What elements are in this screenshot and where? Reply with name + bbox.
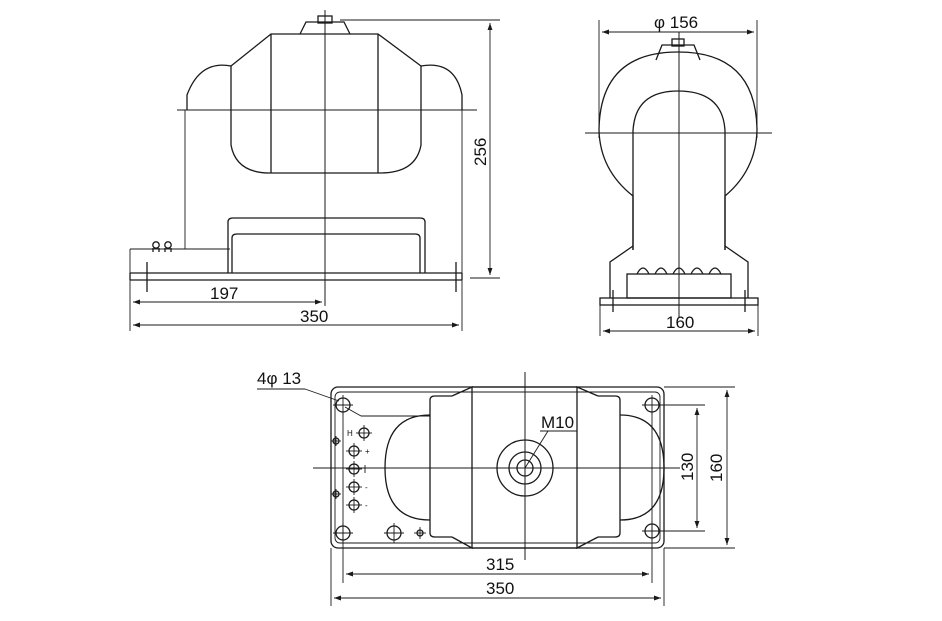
top-hole-callout: 4φ 13 bbox=[257, 369, 430, 417]
terminal-4: - bbox=[346, 479, 368, 495]
front-terminal-box bbox=[152, 217, 426, 273]
front-dim-197-label: 197 bbox=[210, 284, 238, 303]
top-view: M10 H + bbox=[257, 369, 735, 606]
side-dim-160-label: 160 bbox=[666, 313, 694, 332]
front-base-plate bbox=[129, 110, 463, 292]
front-dim-197: 197 bbox=[133, 284, 322, 305]
side-dim-160: 160 bbox=[599, 305, 759, 336]
terminal-mark-1: H bbox=[347, 429, 353, 438]
top-thread-label: M10 bbox=[541, 413, 574, 432]
front-dim-350: 350 bbox=[129, 280, 463, 331]
terminal-1: H bbox=[347, 425, 372, 441]
front-dim-256-label: 256 bbox=[471, 138, 490, 166]
side-dim-diameter: φ 156 bbox=[598, 13, 758, 138]
terminal-bottom bbox=[384, 523, 426, 543]
top-dim-160-label: 160 bbox=[707, 454, 726, 482]
terminal-side-left bbox=[331, 436, 341, 499]
top-hole-spec-label: 4φ 13 bbox=[257, 369, 301, 388]
side-coil-body bbox=[598, 38, 758, 250]
top-dim-315: 315 bbox=[342, 413, 653, 583]
front-dim-256: 256 bbox=[340, 19, 500, 279]
terminal-mark-4: - bbox=[365, 501, 368, 510]
terminal-mark-2: + bbox=[365, 447, 370, 456]
front-dim-350-label: 350 bbox=[300, 307, 328, 326]
top-dim-350-label: 350 bbox=[486, 579, 514, 598]
terminal-mark-3: - bbox=[365, 483, 368, 492]
terminal-2: + bbox=[346, 443, 370, 459]
top-terminals: H + - bbox=[331, 425, 426, 543]
side-terminal-block bbox=[609, 245, 749, 299]
top-dim-130-label: 130 bbox=[678, 453, 697, 481]
front-view: 197 350 256 bbox=[129, 10, 500, 331]
mounting-hole-top-right bbox=[642, 395, 662, 415]
side-view: φ 156 160 bbox=[585, 13, 772, 336]
top-center-bushing: M10 bbox=[496, 413, 577, 497]
top-dim-130: 130 bbox=[660, 404, 705, 532]
top-dim-350: 350 bbox=[330, 548, 665, 606]
terminal-5: - bbox=[346, 497, 368, 513]
top-dim-160: 160 bbox=[664, 386, 735, 549]
top-dim-315-label: 315 bbox=[486, 555, 514, 574]
side-dim-diameter-label: φ 156 bbox=[654, 13, 698, 32]
terminal-3 bbox=[346, 461, 366, 477]
mounting-hole-top-left bbox=[333, 395, 353, 415]
